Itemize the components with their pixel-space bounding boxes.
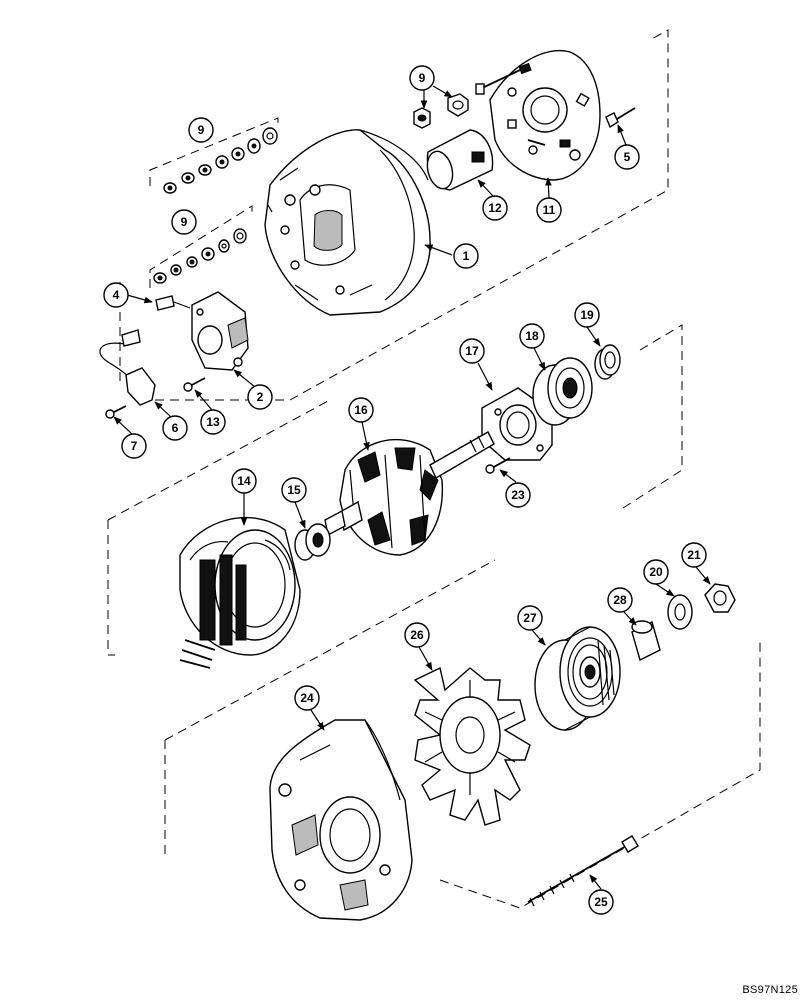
svg-text:7: 7: [131, 439, 138, 453]
part-washer-row-2: [153, 228, 247, 284]
callout-20: 20: [643, 559, 669, 585]
part-rectifier-plate: [475, 50, 601, 181]
svg-text:24: 24: [300, 691, 314, 705]
callout-14: 14: [231, 468, 257, 494]
callout-9-left-top: 9: [188, 117, 214, 143]
callout-25: 25: [588, 889, 614, 915]
part-washer-20: [667, 594, 693, 630]
svg-text:6: 6: [172, 421, 179, 435]
svg-text:13: 13: [206, 415, 220, 429]
part-stator: [179, 516, 301, 669]
svg-text:17: 17: [465, 344, 479, 358]
callout-2: 2: [247, 384, 273, 410]
svg-text:27: 27: [523, 611, 537, 625]
callouts: 1 2 4 5 6 7 9 9 9 11 12 13 14 15 16 17 1…: [103, 65, 707, 915]
svg-text:25: 25: [594, 895, 608, 909]
drawing-reference-code: BS97N125: [742, 984, 798, 996]
part-bearing-18: [532, 357, 593, 426]
svg-text:5: 5: [624, 150, 631, 164]
svg-text:11: 11: [543, 203, 556, 217]
part-pulley: [534, 626, 621, 731]
part-screw-7: [105, 405, 127, 419]
svg-text:12: 12: [488, 201, 502, 215]
part-brush: [155, 295, 191, 311]
callout-21: 21: [681, 542, 707, 568]
svg-text:9: 9: [181, 215, 188, 229]
part-nut-21: [704, 583, 736, 613]
callout-9-left-bottom: 9: [171, 209, 197, 235]
part-nuts-upper: [413, 93, 469, 129]
callout-15: 15: [281, 477, 307, 503]
dashed-boundaries: [107, 29, 761, 909]
svg-text:14: 14: [237, 474, 251, 488]
part-housing-frame: [264, 129, 431, 316]
callout-16: 16: [348, 397, 374, 423]
svg-text:4: 4: [113, 288, 120, 302]
part-through-bolt: [527, 835, 639, 907]
callout-26: 26: [404, 622, 430, 648]
callout-23: 23: [505, 482, 531, 508]
svg-text:26: 26: [410, 628, 424, 642]
svg-text:16: 16: [354, 403, 368, 417]
part-screw-23: [485, 457, 511, 474]
callout-18: 18: [519, 323, 545, 349]
callout-1: 1: [453, 243, 479, 269]
callout-27: 27: [517, 605, 543, 631]
callout-19: 19: [574, 302, 600, 328]
part-rear-housing: [269, 719, 413, 921]
callout-28: 28: [607, 587, 633, 613]
part-sleeve: [426, 129, 494, 191]
svg-text:9: 9: [198, 123, 205, 137]
part-screw-5: [605, 107, 636, 129]
svg-text:19: 19: [580, 308, 594, 322]
part-screw-13: [183, 377, 206, 392]
callout-6: 6: [162, 415, 188, 441]
svg-text:23: 23: [511, 488, 525, 502]
callout-12: 12: [482, 195, 508, 221]
svg-text:21: 21: [687, 548, 701, 562]
svg-text:1: 1: [463, 249, 470, 263]
part-regulator: [191, 291, 249, 371]
svg-text:18: 18: [525, 329, 539, 343]
part-spacer: [631, 620, 661, 662]
svg-text:9: 9: [419, 71, 426, 85]
callout-11: 11: [536, 197, 562, 223]
svg-text:28: 28: [613, 593, 627, 607]
part-seal-19: [594, 344, 621, 380]
callout-13: 13: [200, 409, 226, 435]
callout-5: 5: [614, 144, 640, 170]
callout-7: 7: [121, 433, 147, 459]
callout-4: 4: [103, 282, 129, 308]
svg-text:2: 2: [257, 390, 264, 404]
part-fan: [413, 666, 531, 826]
svg-text:15: 15: [287, 483, 301, 497]
callout-24: 24: [294, 685, 320, 711]
callout-17: 17: [459, 338, 485, 364]
part-rotor: [324, 431, 495, 556]
leader-lines: [113, 85, 711, 890]
callout-9-upper: 9: [409, 65, 435, 91]
svg-text:20: 20: [649, 565, 663, 579]
part-bearing-15: [294, 523, 331, 561]
part-lead-cap: [99, 329, 156, 406]
part-washer-row-1: [163, 127, 278, 194]
